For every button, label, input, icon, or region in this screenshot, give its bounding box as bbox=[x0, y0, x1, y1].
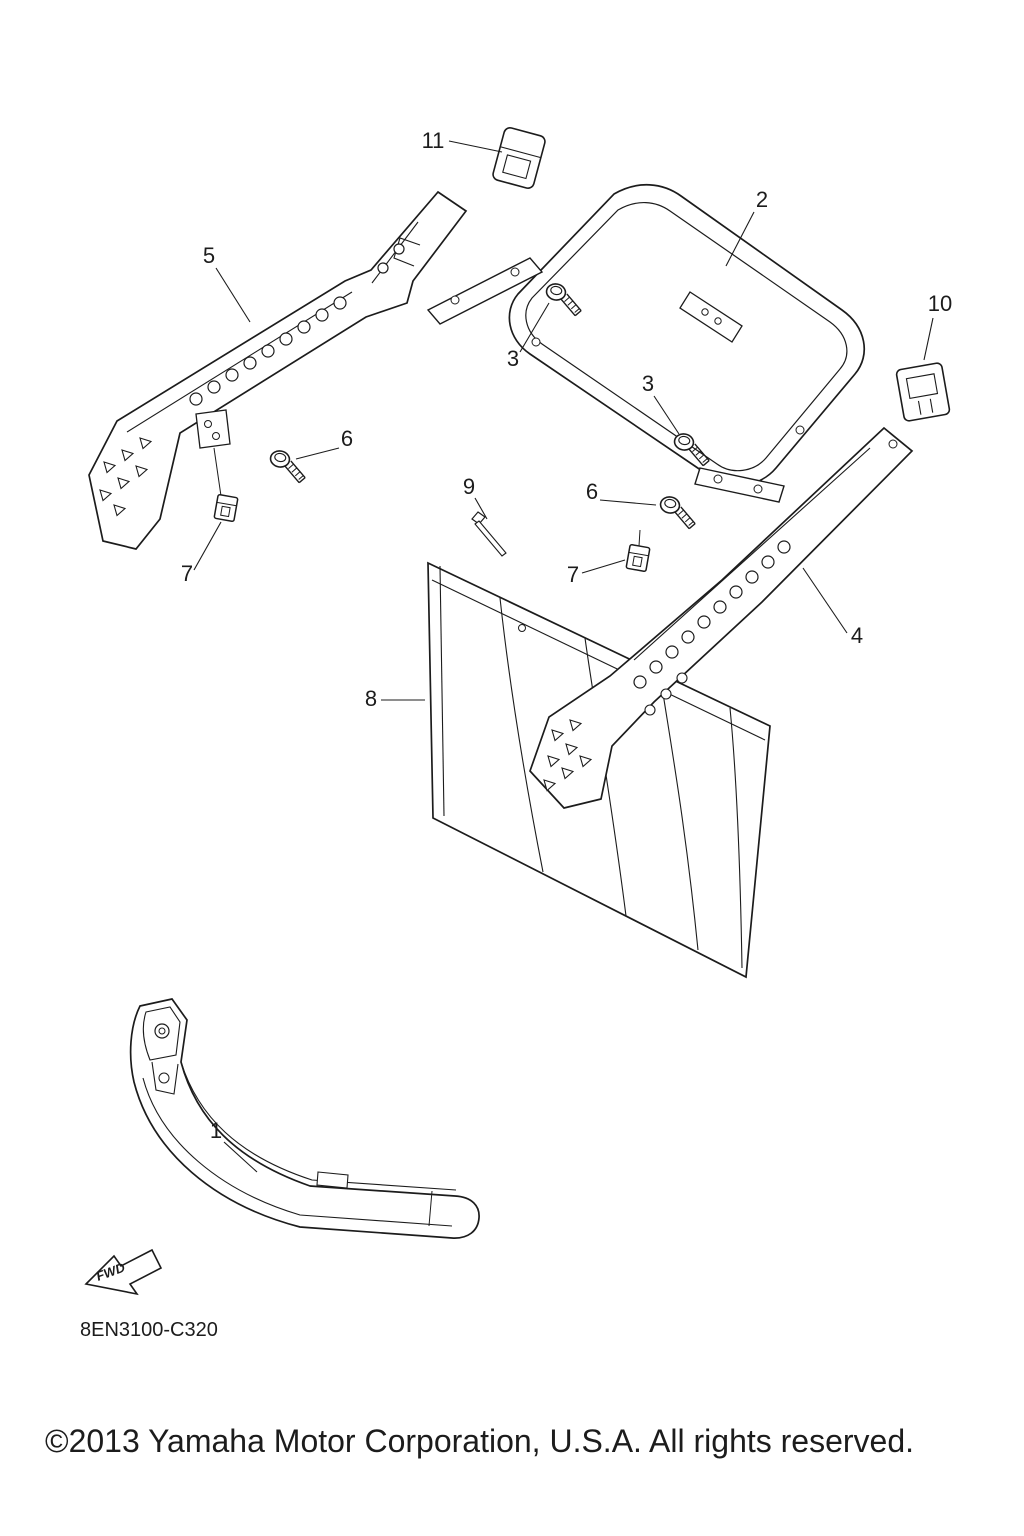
callout-8: 8 bbox=[365, 686, 377, 711]
leader-lines bbox=[193, 140, 934, 1173]
callout-5: 5 bbox=[203, 243, 215, 268]
callout-3-upper: 3 bbox=[507, 346, 519, 371]
callout-4: 4 bbox=[851, 623, 863, 648]
part-1-bumper bbox=[129, 998, 480, 1239]
part-2-frame bbox=[426, 183, 866, 503]
callout-9: 9 bbox=[463, 474, 475, 499]
callout-11: 11 bbox=[422, 128, 445, 153]
part-5-left-rail bbox=[88, 190, 468, 550]
callout-1: 1 bbox=[210, 1118, 222, 1143]
callout-10: 10 bbox=[928, 291, 952, 316]
bolt-6-left-icon bbox=[266, 448, 310, 485]
callout-6-right: 6 bbox=[586, 479, 598, 504]
callout-7-left: 7 bbox=[181, 561, 193, 586]
callout-3-lower: 3 bbox=[642, 371, 654, 396]
bolt-6-right-icon bbox=[656, 494, 700, 531]
fwd-arrow: FWD bbox=[84, 1248, 163, 1296]
part-code: 8EN3100-C320 bbox=[80, 1319, 218, 1341]
part-9-pin bbox=[471, 511, 507, 557]
part-4-right-rail bbox=[529, 426, 914, 809]
callout-7-right: 7 bbox=[567, 562, 579, 587]
callout-2: 2 bbox=[756, 187, 768, 212]
nut-7-link-line bbox=[638, 529, 641, 547]
copyright-line: ©2013 Yamaha Motor Corporation, U.S.A. A… bbox=[45, 1423, 914, 1459]
part-11-clip bbox=[492, 127, 546, 189]
nut-7-right-icon bbox=[625, 543, 651, 573]
callout-6-left: 6 bbox=[341, 426, 353, 451]
part-10-clip bbox=[895, 362, 951, 422]
nut-7-left-icon bbox=[213, 493, 239, 523]
